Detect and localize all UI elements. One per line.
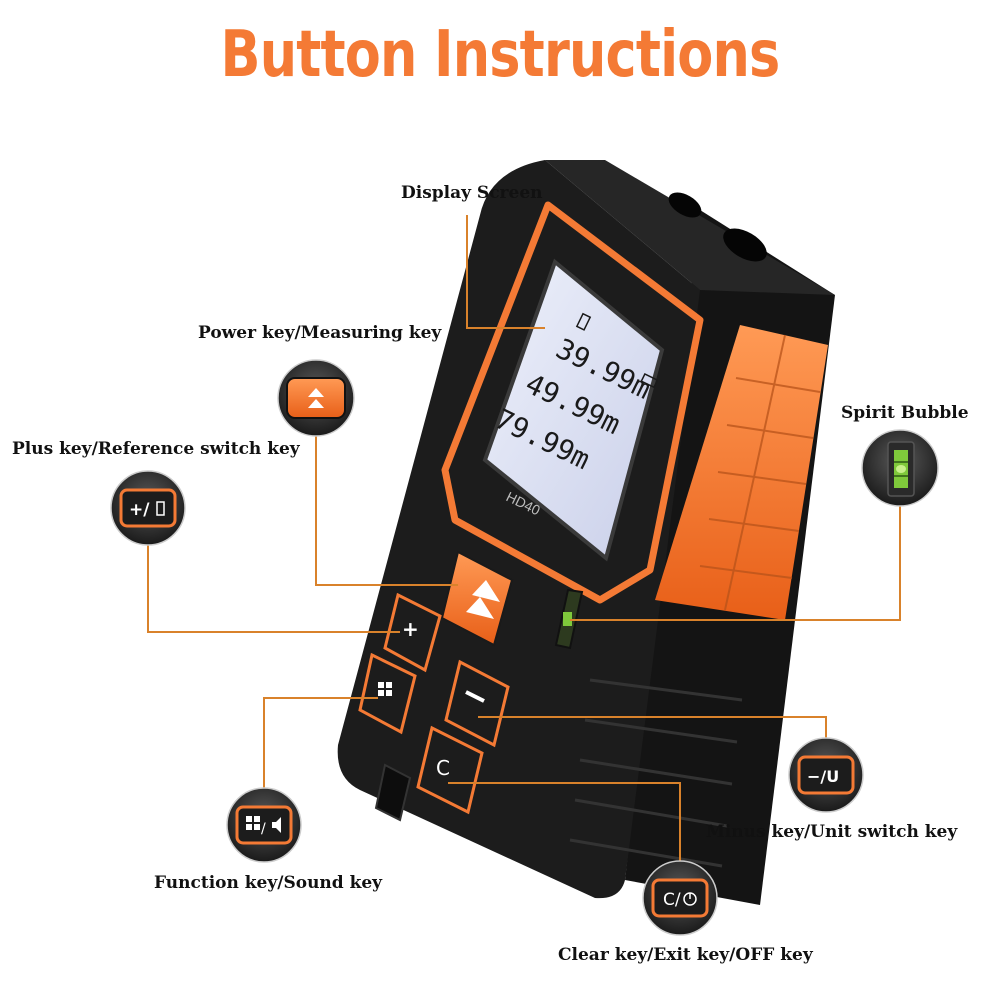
minus-key-callout: −/U: [788, 737, 864, 813]
power-off-icon: [683, 892, 697, 906]
function-key-callout: /: [226, 787, 302, 863]
air-bubble: [896, 465, 906, 473]
leader-minus: [478, 716, 827, 740]
spirit-bubble-callout: [861, 429, 939, 507]
device-plus-key[interactable]: +: [383, 592, 442, 673]
clear-key-callout: C/: [642, 860, 718, 936]
plus-key-glyph: +/: [129, 500, 150, 520]
power-key-button[interactable]: [286, 377, 346, 419]
speaker-icon: [272, 817, 281, 833]
label-clear-key: Clear key/Exit key/OFF key: [558, 945, 813, 965]
label-function-key: Function key/Sound key: [154, 873, 383, 893]
svg-text:+: +: [402, 617, 419, 641]
leader-power: [315, 435, 458, 586]
device-function-key[interactable]: [358, 652, 417, 735]
device-minus-key[interactable]: [444, 659, 510, 748]
device-clear-key[interactable]: C: [416, 725, 484, 815]
lens-hole: [668, 192, 702, 218]
plus-key-button[interactable]: [119, 488, 177, 528]
reference-icon: [156, 501, 165, 516]
leader-clear: [448, 782, 681, 862]
device-body: [337, 160, 835, 905]
lens-hole: [723, 228, 767, 262]
up-arrow-icon: [308, 399, 324, 408]
label-spirit-bubble: Spirit Bubble: [841, 403, 969, 423]
minus-key-button[interactable]: [797, 755, 855, 795]
label-display-screen: Display Screen: [401, 183, 543, 203]
label-plus-key: Plus key/Reference switch key: [12, 439, 300, 459]
function-grid-icon: [246, 816, 260, 830]
lcd-screen: [482, 258, 665, 562]
clear-key-glyph: C/: [663, 890, 681, 910]
power-key-callout: [277, 359, 355, 437]
leader-display: [466, 215, 545, 329]
bubble-vial: [563, 612, 572, 626]
battery-icon: [640, 372, 659, 389]
minus-key-glyph: −/U: [807, 767, 839, 786]
label-power-key: Power key/Measuring key: [198, 323, 442, 343]
reference-icon: [575, 312, 592, 331]
leader-lines: [147, 215, 901, 862]
svg-text:C: C: [436, 756, 450, 780]
page-title: Button Instructions: [220, 18, 781, 92]
up-arrow-icon: [308, 388, 324, 397]
leader-plus: [147, 540, 400, 633]
leader-function: [263, 697, 378, 790]
function-key-glyph: /: [261, 821, 266, 837]
side-grip: [655, 325, 828, 620]
clear-key-button[interactable]: [651, 878, 709, 918]
plus-key-callout: +/: [110, 470, 186, 546]
bottom-clip: [374, 763, 412, 822]
label-minus-key: Minus key/Unit switch key: [706, 822, 958, 842]
leader-bubble: [570, 505, 901, 621]
device-power-key[interactable]: [440, 550, 514, 647]
